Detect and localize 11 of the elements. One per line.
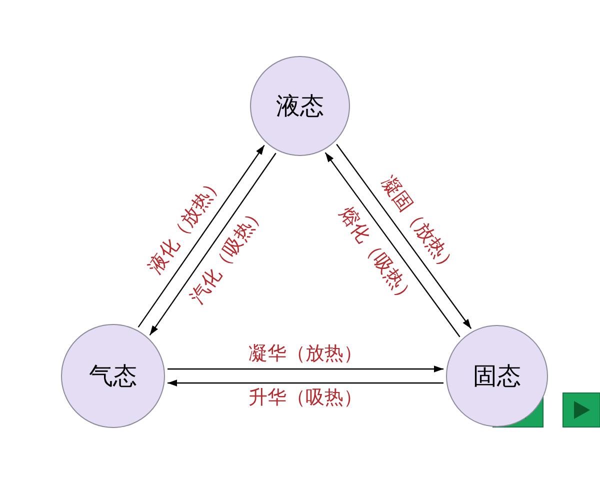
edge-label: 升华（吸热） bbox=[248, 388, 362, 408]
state-label: 固态 bbox=[473, 361, 521, 392]
arrow bbox=[336, 144, 472, 329]
arrow bbox=[168, 366, 444, 372]
state-label: 气态 bbox=[89, 361, 137, 392]
arrow bbox=[168, 380, 444, 386]
arrow bbox=[324, 152, 460, 338]
state-label: 液态 bbox=[276, 91, 324, 122]
arrow bbox=[149, 152, 276, 336]
edge-label: 凝华（放热） bbox=[248, 344, 362, 364]
arrow bbox=[138, 144, 265, 328]
